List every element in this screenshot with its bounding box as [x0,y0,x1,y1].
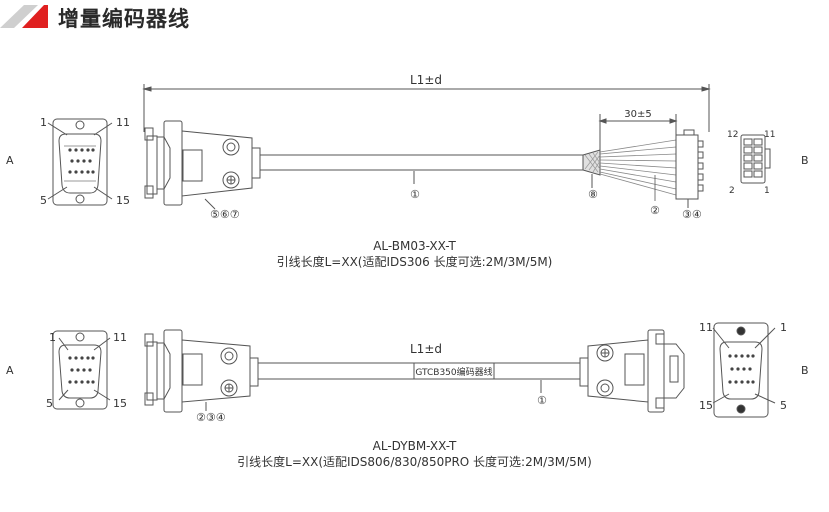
pin-label: 5 [46,397,53,410]
page-header: 增量编码器线 [0,0,829,34]
end-a-label: A [6,364,14,377]
pin-label: 11 [113,331,127,344]
model-description: 引线长度L=XX(适配IDS306 长度可选:2M/3M/5M) [276,255,553,269]
shield-braid [582,149,601,188]
db15-plug-side-b [579,329,685,413]
length-label: L1±d [410,342,442,356]
callout-2: ② [650,204,660,217]
pin-label: 1 [49,331,56,344]
model-label: AL-DYBM-XX-T [372,439,457,453]
strip-dimension [598,114,678,150]
cable-body-2 [258,362,580,393]
pin-label: 15 [116,194,130,207]
db15-face-view-b [712,322,776,418]
wire-fan [599,139,677,201]
callout-1: ① [537,394,547,407]
pin-label: 1 [764,186,770,196]
db15-plug-side-a [144,120,261,210]
cable-assembly-dybm: A B 1 11 5 15 [6,321,809,424]
pin-label: 5 [780,399,787,412]
end-a-label: A [6,154,14,167]
pin-label: 5 [40,194,47,207]
molex-housing-face [740,134,771,184]
callout-8: ⑧ [588,188,598,201]
end-b-label: B [801,154,809,167]
pin-label: 15 [699,399,713,412]
db15-plug-side-a [144,329,259,413]
pin-label: 11 [116,116,130,129]
pin-label: 11 [699,321,713,334]
end-b-label: B [801,364,809,377]
callout-1: ① [410,188,420,201]
strip-length-label: 30±5 [624,109,651,120]
db15-face-view-a [47,118,113,206]
model-label: AL-BM03-XX-T [373,239,456,253]
length-dimension [142,84,711,132]
molex-housing-side [675,129,704,208]
header-logo-icon [0,5,48,28]
length-label: L1±d [410,73,442,87]
cable-tag: GTCB350编码器线 [415,366,492,378]
callout-567: ⑤⑥⑦ [210,208,240,221]
pin-label: 12 [727,130,738,140]
cable-assembly-bm03: A B 1 11 5 15 [6,73,809,221]
page-title: 增量编码器线 [58,7,190,31]
pin-label: 1 [40,116,47,129]
pin-label: 11 [764,130,775,140]
pin-label: 1 [780,321,787,334]
db15-face-view-a [52,330,111,410]
pin-label: 15 [113,397,127,410]
cable-body-1 [260,154,583,184]
callout-234: ②③④ [196,411,226,424]
pin-label: 2 [729,186,735,196]
callout-34: ③④ [682,208,702,221]
model-description: 引线长度L=XX(适配IDS806/830/850PRO 长度可选:2M/3M/… [237,455,592,469]
